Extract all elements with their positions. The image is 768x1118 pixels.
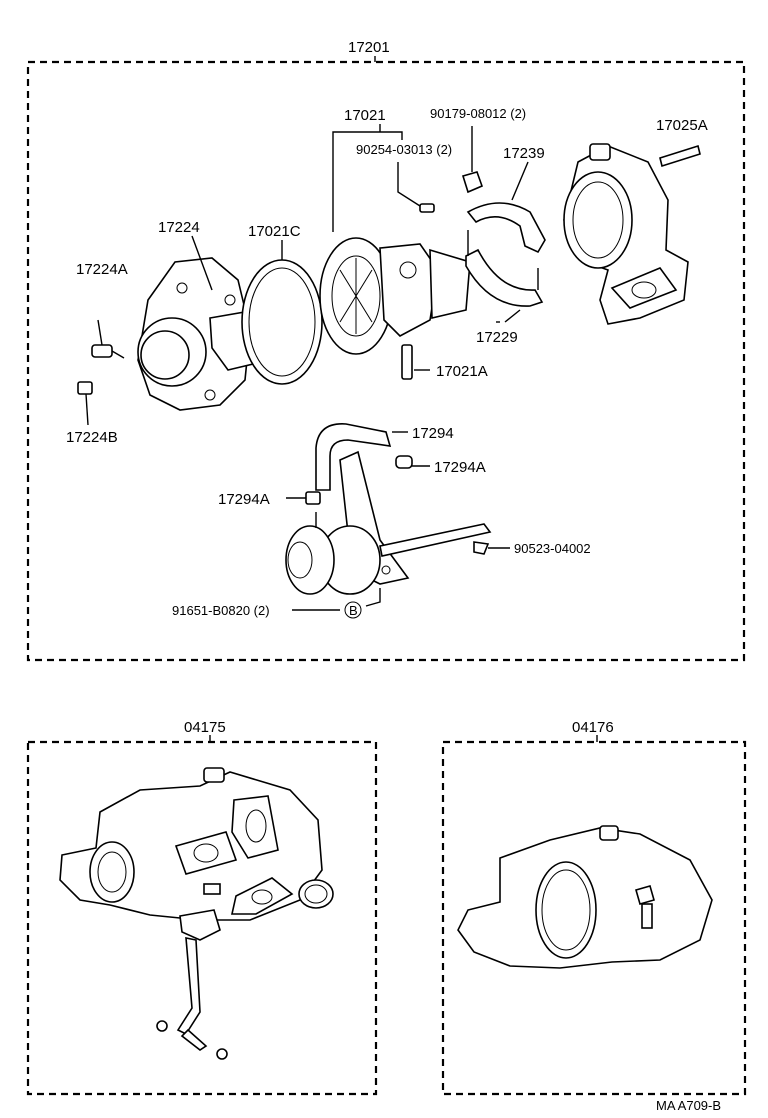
label-clip-17294A-right: 17294A xyxy=(434,459,486,476)
clamp-17229-part xyxy=(465,230,544,323)
label-clamp-17229: 17229 xyxy=(476,329,518,346)
clip-90523-part xyxy=(473,541,510,555)
label-assembly: 17201 xyxy=(348,39,390,56)
clip-17294A-right-part xyxy=(395,455,430,469)
label-clip-90523: 90523-04002 xyxy=(514,541,591,556)
label-plug-17224B: 17224B xyxy=(66,429,118,446)
kit-04175-pipe-part xyxy=(156,883,228,1060)
kit-04176-housing-part xyxy=(457,825,713,969)
stud-17025A-part xyxy=(659,144,701,168)
compressor-housing-part xyxy=(137,257,286,411)
stud-17021A-part xyxy=(401,344,430,380)
cartridge-17021-part xyxy=(319,237,471,355)
actuator-part xyxy=(285,450,492,595)
label-bolt-17224A: 17224A xyxy=(76,261,128,278)
label-kit-04175: 04175 xyxy=(184,719,226,736)
clip-17294A-left-part xyxy=(286,491,321,505)
label-ref-b: B xyxy=(349,603,358,618)
label-stud-17025A: 17025A xyxy=(656,117,708,134)
label-stud-17021A: 17021A xyxy=(436,363,488,380)
label-clip-17294A-left: 17294A xyxy=(218,491,270,508)
clamp-17239-part xyxy=(466,161,546,254)
nut-90179-part xyxy=(461,126,484,194)
label-gasket-17021C: 17021C xyxy=(248,223,301,240)
kit-04175-box xyxy=(26,740,378,1096)
label-bolt-90254: 90254-03013 (2) xyxy=(356,142,452,157)
bolt-17224A-part xyxy=(91,319,125,359)
label-housing-17224: 17224 xyxy=(158,219,200,236)
kit-04176-box xyxy=(441,740,747,1096)
ref-b-circle xyxy=(344,601,362,619)
label-clamp-17239: 17239 xyxy=(503,145,545,162)
label-cartridge: 17021 xyxy=(344,107,386,124)
label-bolt-91651: 91651-B0820 (2) xyxy=(172,603,270,618)
plug-17224B-part xyxy=(77,381,93,426)
gasket-17021C-part xyxy=(241,240,323,385)
label-figure-code: MA A709-B xyxy=(656,1098,721,1113)
turbine-housing-part xyxy=(563,143,689,325)
kit-04175-gasket-part xyxy=(174,795,334,915)
assembly-17201-box xyxy=(26,60,746,662)
label-hose-17294: 17294 xyxy=(412,425,454,442)
label-kit-04176: 04176 xyxy=(572,719,614,736)
bolt-90254-part xyxy=(397,162,435,213)
hose-17294-part xyxy=(315,423,408,491)
label-nut-90179: 90179-08012 (2) xyxy=(430,106,526,121)
